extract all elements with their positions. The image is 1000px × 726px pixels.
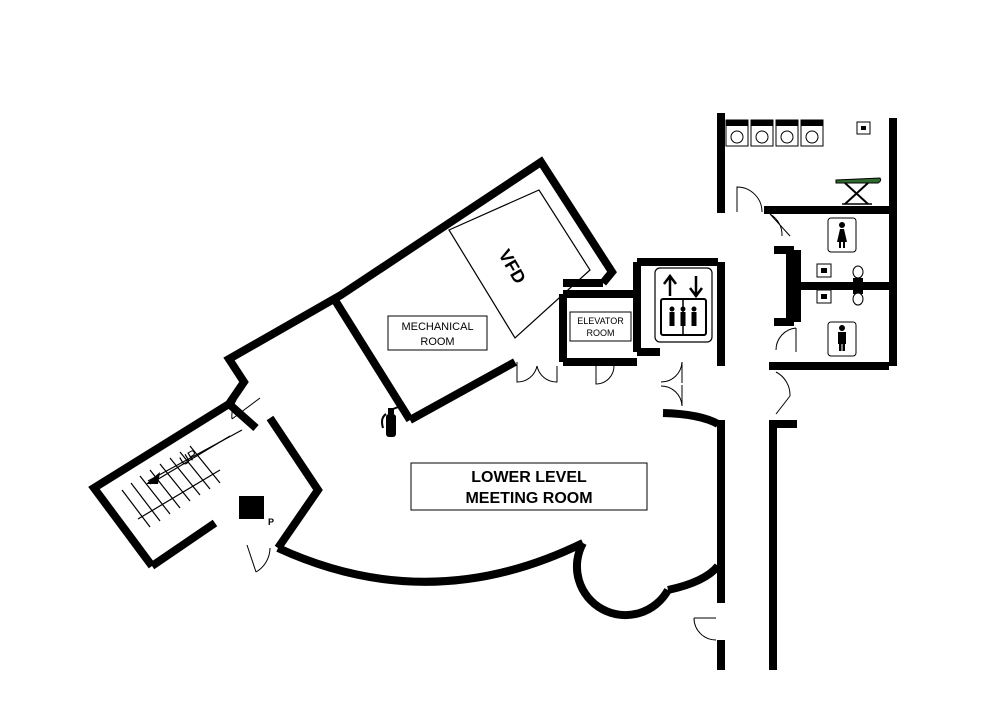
stair-arrow-icon <box>146 472 160 484</box>
elevator-icon <box>654 267 713 343</box>
corridor-walls <box>717 113 797 670</box>
restroom-walls <box>764 118 897 370</box>
fire-extinguisher-icon <box>381 404 402 437</box>
washing-machine-icon <box>750 119 774 147</box>
parking-marker: P <box>239 496 274 527</box>
sink-icon <box>856 121 871 135</box>
mechanical-room-line2: ROOM <box>420 336 454 348</box>
mens-restroom <box>816 289 864 357</box>
toilet-icon <box>852 265 864 282</box>
mechanical-room-walls <box>329 279 603 424</box>
parking-letter: P <box>268 517 274 527</box>
vfd-label: VFD <box>495 246 530 287</box>
mechanical-room-label: MECHANICAL ROOM <box>387 315 488 351</box>
meeting-room-line1: LOWER LEVEL <box>471 469 587 486</box>
laundry-area <box>725 119 882 205</box>
washing-machine-icon <box>775 119 799 147</box>
elevator-room-line1: ELEVATOR <box>577 316 624 326</box>
womens-restroom-icon <box>827 217 857 253</box>
door-swings <box>231 186 797 641</box>
ironing-board-icon <box>835 177 882 205</box>
elevator-room-walls <box>559 258 718 366</box>
stairs: UP <box>121 429 243 528</box>
sink-icon <box>816 289 832 304</box>
mechanical-room-line1: MECHANICAL <box>401 321 473 333</box>
toilet-icon <box>852 290 864 306</box>
washing-machine-icon <box>800 119 824 147</box>
meeting-room-label: LOWER LEVEL MEETING ROOM <box>410 462 648 511</box>
washing-machine-icon <box>725 119 749 147</box>
elevator-room-line2: ROOM <box>587 328 615 338</box>
elevator-room-label: ELEVATOR ROOM <box>569 311 632 342</box>
exterior-walls <box>88 156 722 620</box>
womens-restroom <box>816 217 864 282</box>
meeting-room-line2: MEETING ROOM <box>465 490 592 507</box>
mens-restroom-icon <box>827 321 857 357</box>
sink-icon <box>816 263 832 278</box>
